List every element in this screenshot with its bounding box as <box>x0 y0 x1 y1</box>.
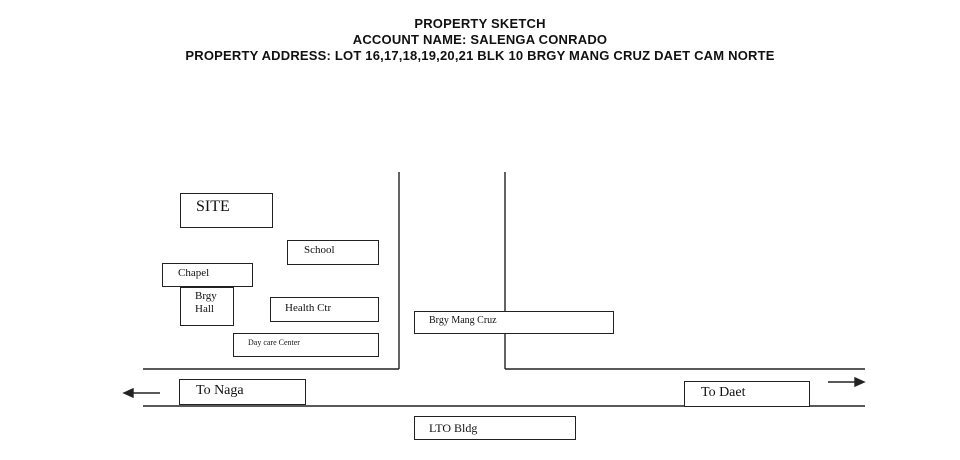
day-care-box: Day care Center <box>233 333 379 357</box>
brgy-hall-label: Brgy Hall <box>195 290 217 315</box>
to-daet-label: To Daet <box>701 385 746 400</box>
sketch-header: PROPERTY SKETCH ACCOUNT NAME: SALENGA CO… <box>0 16 960 64</box>
lto-bldg-label: LTO Bldg <box>429 421 478 435</box>
school-box: School <box>287 240 379 265</box>
day-care-label: Day care Center <box>248 338 300 347</box>
brgy-mang-cruz-box: Brgy Mang Cruz <box>414 311 614 334</box>
sketch-title: PROPERTY SKETCH <box>414 16 546 31</box>
school-label: School <box>304 244 335 256</box>
health-ctr-box: Health Ctr <box>270 297 379 322</box>
to-naga-label: To Naga <box>196 383 244 398</box>
health-ctr-label: Health Ctr <box>285 302 332 314</box>
to-naga-box: To Naga <box>179 379 306 405</box>
lto-bldg-box: LTO Bldg <box>414 416 576 440</box>
site-label: SITE <box>196 198 230 215</box>
site-box: SITE <box>180 193 273 228</box>
chapel-label: Chapel <box>178 267 210 279</box>
to-daet-box: To Daet <box>684 381 810 407</box>
brgy-hall-box: Brgy Hall <box>180 287 234 326</box>
chapel-box: Chapel <box>162 263 253 287</box>
account-name: ACCOUNT NAME: SALENGA CONRADO <box>352 32 608 47</box>
property-address: PROPERTY ADDRESS: LOT 16,17,18,19,20,21 … <box>185 48 775 63</box>
arrow-right-icon <box>828 376 866 388</box>
brgy-mang-cruz-label: Brgy Mang Cruz <box>429 315 497 326</box>
arrow-left-icon <box>122 387 160 399</box>
